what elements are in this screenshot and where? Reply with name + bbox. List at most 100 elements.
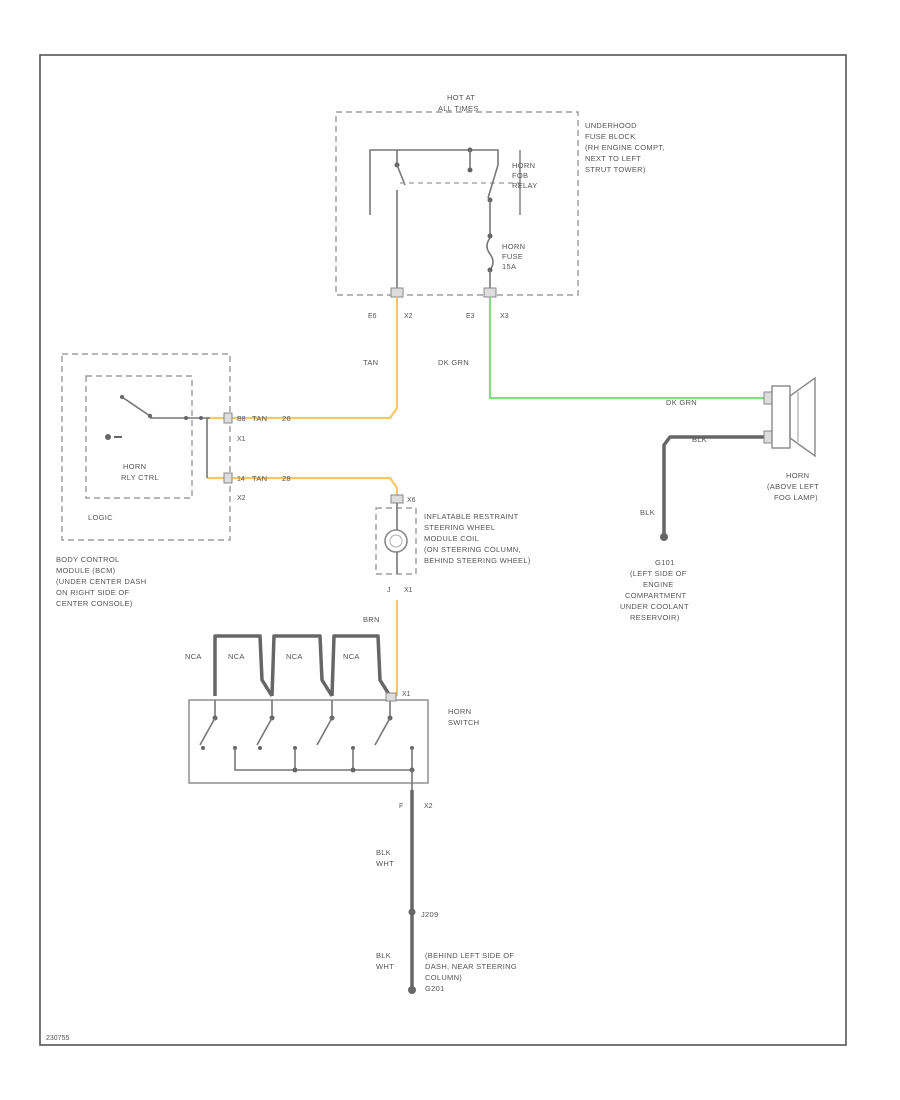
svg-text:15A: 15A bbox=[502, 262, 516, 271]
blk-ground-label: BLK bbox=[640, 508, 655, 517]
pin-j: J bbox=[387, 587, 391, 594]
pin-b8: B8 bbox=[237, 416, 246, 423]
blk-horn-wire bbox=[662, 435, 768, 537]
all-times-label: ALL TIMES bbox=[438, 104, 479, 113]
svg-text:UNDER COOLANT: UNDER COOLANT bbox=[620, 602, 689, 611]
svg-text:ENGINE: ENGINE bbox=[643, 580, 674, 589]
splice-label: J209 bbox=[421, 910, 438, 919]
ground-g101-description: G101 (LEFT SIDE OF ENGINE COMPARTMENT UN… bbox=[620, 558, 689, 622]
svg-text:NCA: NCA bbox=[228, 652, 245, 661]
svg-text:DASH, NEAR STEERING: DASH, NEAR STEERING bbox=[425, 962, 517, 971]
tan-wire-1 bbox=[207, 297, 399, 420]
svg-text:FUSE: FUSE bbox=[502, 252, 523, 261]
svg-text:CENTER CONSOLE): CENTER CONSOLE) bbox=[56, 599, 133, 608]
pin-e3: E3 bbox=[466, 313, 475, 320]
svg-text:NCA: NCA bbox=[185, 652, 202, 661]
bcm-wire-2-color: TAN bbox=[252, 474, 267, 483]
figure-id: 230755 bbox=[46, 1035, 69, 1042]
coil-description: INFLATABLE RESTRAINT STEERING WHEEL MODU… bbox=[424, 512, 531, 565]
horn-switch-label: HORN SWITCH bbox=[448, 707, 479, 727]
blk-wht-label-1: BLK WHT bbox=[376, 848, 394, 868]
svg-text:(LEFT SIDE OF: (LEFT SIDE OF bbox=[630, 569, 687, 578]
bcm-wire-1-number: 26 bbox=[282, 414, 291, 423]
svg-text:G101: G101 bbox=[655, 558, 675, 567]
diagram-frame bbox=[39, 54, 847, 1046]
svg-text:RLY CTRL: RLY CTRL bbox=[121, 473, 159, 482]
svg-text:WHT: WHT bbox=[376, 859, 394, 868]
horn-description: HORN (ABOVE LEFT FOG LAMP) bbox=[767, 471, 819, 502]
svg-text:FOB: FOB bbox=[512, 171, 528, 180]
dkgrn-wire bbox=[488, 297, 768, 400]
horn-component bbox=[763, 376, 816, 458]
ground-g201-symbol bbox=[408, 986, 416, 994]
ground-g101-symbol bbox=[660, 533, 668, 541]
dkgrn-label-vertical: DK GRN bbox=[438, 358, 469, 367]
pin-x6: X6 bbox=[407, 497, 416, 504]
svg-text:RELAY: RELAY bbox=[512, 181, 538, 190]
pin-x1-bcm: X1 bbox=[237, 436, 246, 443]
svg-text:COMPARTMENT: COMPARTMENT bbox=[625, 591, 686, 600]
blk-wht-label-2: BLK WHT bbox=[376, 951, 394, 971]
svg-text:MODULE COIL: MODULE COIL bbox=[424, 534, 479, 543]
svg-text:BLK: BLK bbox=[376, 848, 391, 857]
splice-j209 bbox=[408, 908, 416, 916]
svg-text:WHT: WHT bbox=[376, 962, 394, 971]
body-control-module: HORN RLY CTRL LOGIC B8 X1 14 X2 bbox=[61, 353, 246, 541]
underhood-fuse-block: HOT AT ALL TIMES HORN FOB RELAY HORN FUS… bbox=[335, 93, 665, 320]
pin-x1-coil: X1 bbox=[404, 587, 413, 594]
brn-wire-label: BRN bbox=[363, 615, 380, 624]
svg-text:RESERVOIR): RESERVOIR) bbox=[630, 613, 680, 622]
svg-text:UNDERHOOD: UNDERHOOD bbox=[585, 121, 637, 130]
logic-label: LOGIC bbox=[88, 513, 113, 522]
pin-14: 14 bbox=[237, 476, 245, 483]
svg-text:HORN: HORN bbox=[123, 462, 146, 471]
horn-switch: NCA NCA NCA NCA bbox=[185, 634, 479, 810]
svg-text:STEERING WHEEL: STEERING WHEEL bbox=[424, 523, 495, 532]
dkgrn-label-horizontal: DK GRN bbox=[666, 398, 697, 407]
fuse-block-description: UNDERHOOD FUSE BLOCK (RH ENGINE COMPT, N… bbox=[585, 121, 665, 174]
bcm-wire-2-number: 28 bbox=[282, 474, 291, 483]
pin-x2-bcm: X2 bbox=[237, 495, 246, 502]
nca-labels: NCA NCA NCA NCA bbox=[185, 652, 360, 661]
hot-at-label: HOT AT bbox=[447, 93, 475, 102]
svg-text:(ABOVE LEFT: (ABOVE LEFT bbox=[767, 482, 819, 491]
svg-text:(ON STEERING COLUMN,: (ON STEERING COLUMN, bbox=[424, 545, 521, 554]
svg-text:NCA: NCA bbox=[343, 652, 360, 661]
horn-relay-control-label: HORN RLY CTRL bbox=[121, 462, 159, 482]
svg-text:INFLATABLE RESTRAINT: INFLATABLE RESTRAINT bbox=[424, 512, 519, 521]
pin-x1-switch: X1 bbox=[402, 691, 411, 698]
svg-text:FUSE BLOCK: FUSE BLOCK bbox=[585, 132, 636, 141]
svg-text:BODY CONTROL: BODY CONTROL bbox=[56, 555, 119, 564]
svg-text:HORN: HORN bbox=[502, 242, 525, 251]
svg-text:HORN: HORN bbox=[786, 471, 809, 480]
svg-text:ON RIGHT SIDE OF: ON RIGHT SIDE OF bbox=[56, 588, 130, 597]
bcm-wire-1-color: TAN bbox=[252, 414, 267, 423]
svg-text:COLUMN): COLUMN) bbox=[425, 973, 462, 982]
pin-x3-fuse: X3 bbox=[500, 313, 509, 320]
svg-text:(UNDER CENTER DASH: (UNDER CENTER DASH bbox=[56, 577, 146, 586]
svg-text:HORN: HORN bbox=[512, 161, 535, 170]
svg-text:BLK: BLK bbox=[376, 951, 391, 960]
svg-text:SWITCH: SWITCH bbox=[448, 718, 479, 727]
pin-x2-switch: X2 bbox=[424, 803, 433, 810]
svg-text:FOG LAMP): FOG LAMP) bbox=[774, 493, 818, 502]
horn-relay-label: HORN FOB RELAY bbox=[512, 161, 538, 190]
tan-wire-label: TAN bbox=[363, 358, 378, 367]
horn-fuse-label: HORN FUSE 15A bbox=[502, 242, 525, 271]
svg-text:NEXT TO LEFT: NEXT TO LEFT bbox=[585, 154, 641, 163]
pin-x2-fuse: X2 bbox=[404, 313, 413, 320]
svg-text:HORN: HORN bbox=[448, 707, 471, 716]
svg-text:(RH ENGINE COMPT,: (RH ENGINE COMPT, bbox=[585, 143, 665, 152]
svg-text:G201: G201 bbox=[425, 984, 445, 993]
svg-text:STRUT TOWER): STRUT TOWER) bbox=[585, 165, 646, 174]
steering-wheel-module-coil: X6 J X1 bbox=[375, 494, 417, 594]
svg-text:(BEHIND LEFT SIDE OF: (BEHIND LEFT SIDE OF bbox=[425, 951, 514, 960]
svg-text:NCA: NCA bbox=[286, 652, 303, 661]
blk-horn-label: BLK bbox=[692, 435, 707, 444]
bcm-description: BODY CONTROL MODULE (BCM) (UNDER CENTER … bbox=[56, 555, 146, 608]
svg-text:BEHIND STEERING WHEEL): BEHIND STEERING WHEEL) bbox=[424, 556, 531, 565]
svg-text:MODULE (BCM): MODULE (BCM) bbox=[56, 566, 116, 575]
ground-g201-description: (BEHIND LEFT SIDE OF DASH, NEAR STEERING… bbox=[425, 951, 517, 993]
pin-f: F bbox=[399, 803, 403, 810]
